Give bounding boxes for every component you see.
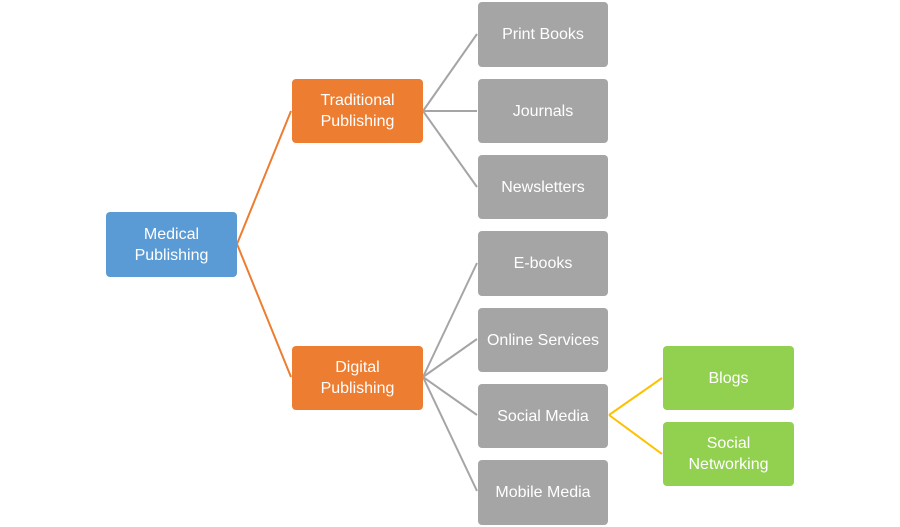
node-label: Online Services (486, 331, 600, 349)
node-online-services: Online Services (478, 308, 608, 372)
node-label: Print Books (502, 26, 584, 43)
node-label: E-books (513, 255, 573, 272)
node-label: Blogs (708, 369, 749, 387)
connector-digital-social-media (422, 376, 478, 416)
connector-digital-mobile-media (422, 376, 478, 492)
connector-traditional-newsletters (422, 110, 478, 188)
digital-connectors (422, 262, 478, 492)
node-newsletters: Newsletters (478, 155, 608, 219)
node-mobile-media: Mobile Media (478, 460, 608, 525)
connector-social-blogs (608, 377, 663, 416)
node-print-books: Print Books (478, 2, 608, 67)
node-medical-publishing: Medical Publishing (106, 212, 237, 277)
node-social-media: Social Media (478, 384, 608, 448)
node-journals: Journals (478, 79, 608, 143)
root-connectors (236, 110, 292, 378)
node-traditional-publishing: Traditional Publishing (292, 79, 423, 143)
node-label: Medical Publishing (134, 225, 209, 264)
node-label: Digital Publishing (320, 359, 395, 397)
connector-root-digital (236, 243, 292, 378)
node-label: Traditional Publishing (320, 92, 395, 130)
node-label: Mobile Media (495, 484, 591, 501)
node-ebooks: E-books (478, 231, 608, 296)
node-label: Newsletters (501, 178, 585, 196)
node-label: Social Media (497, 407, 589, 425)
node-social-networking: Social Networking (663, 422, 794, 486)
connector-social-networking (608, 414, 663, 455)
connector-digital-online-services (422, 338, 478, 378)
node-blogs: Blogs (663, 346, 794, 410)
connector-traditional-print-books (422, 33, 478, 112)
social-media-connectors (608, 377, 663, 455)
node-digital-publishing: Digital Publishing (292, 346, 423, 410)
connector-root-traditional (236, 110, 292, 245)
connector-digital-ebooks (422, 262, 478, 378)
node-label: Social Networking (688, 435, 769, 473)
node-label: Journals (512, 102, 574, 120)
traditional-connectors (422, 33, 478, 188)
